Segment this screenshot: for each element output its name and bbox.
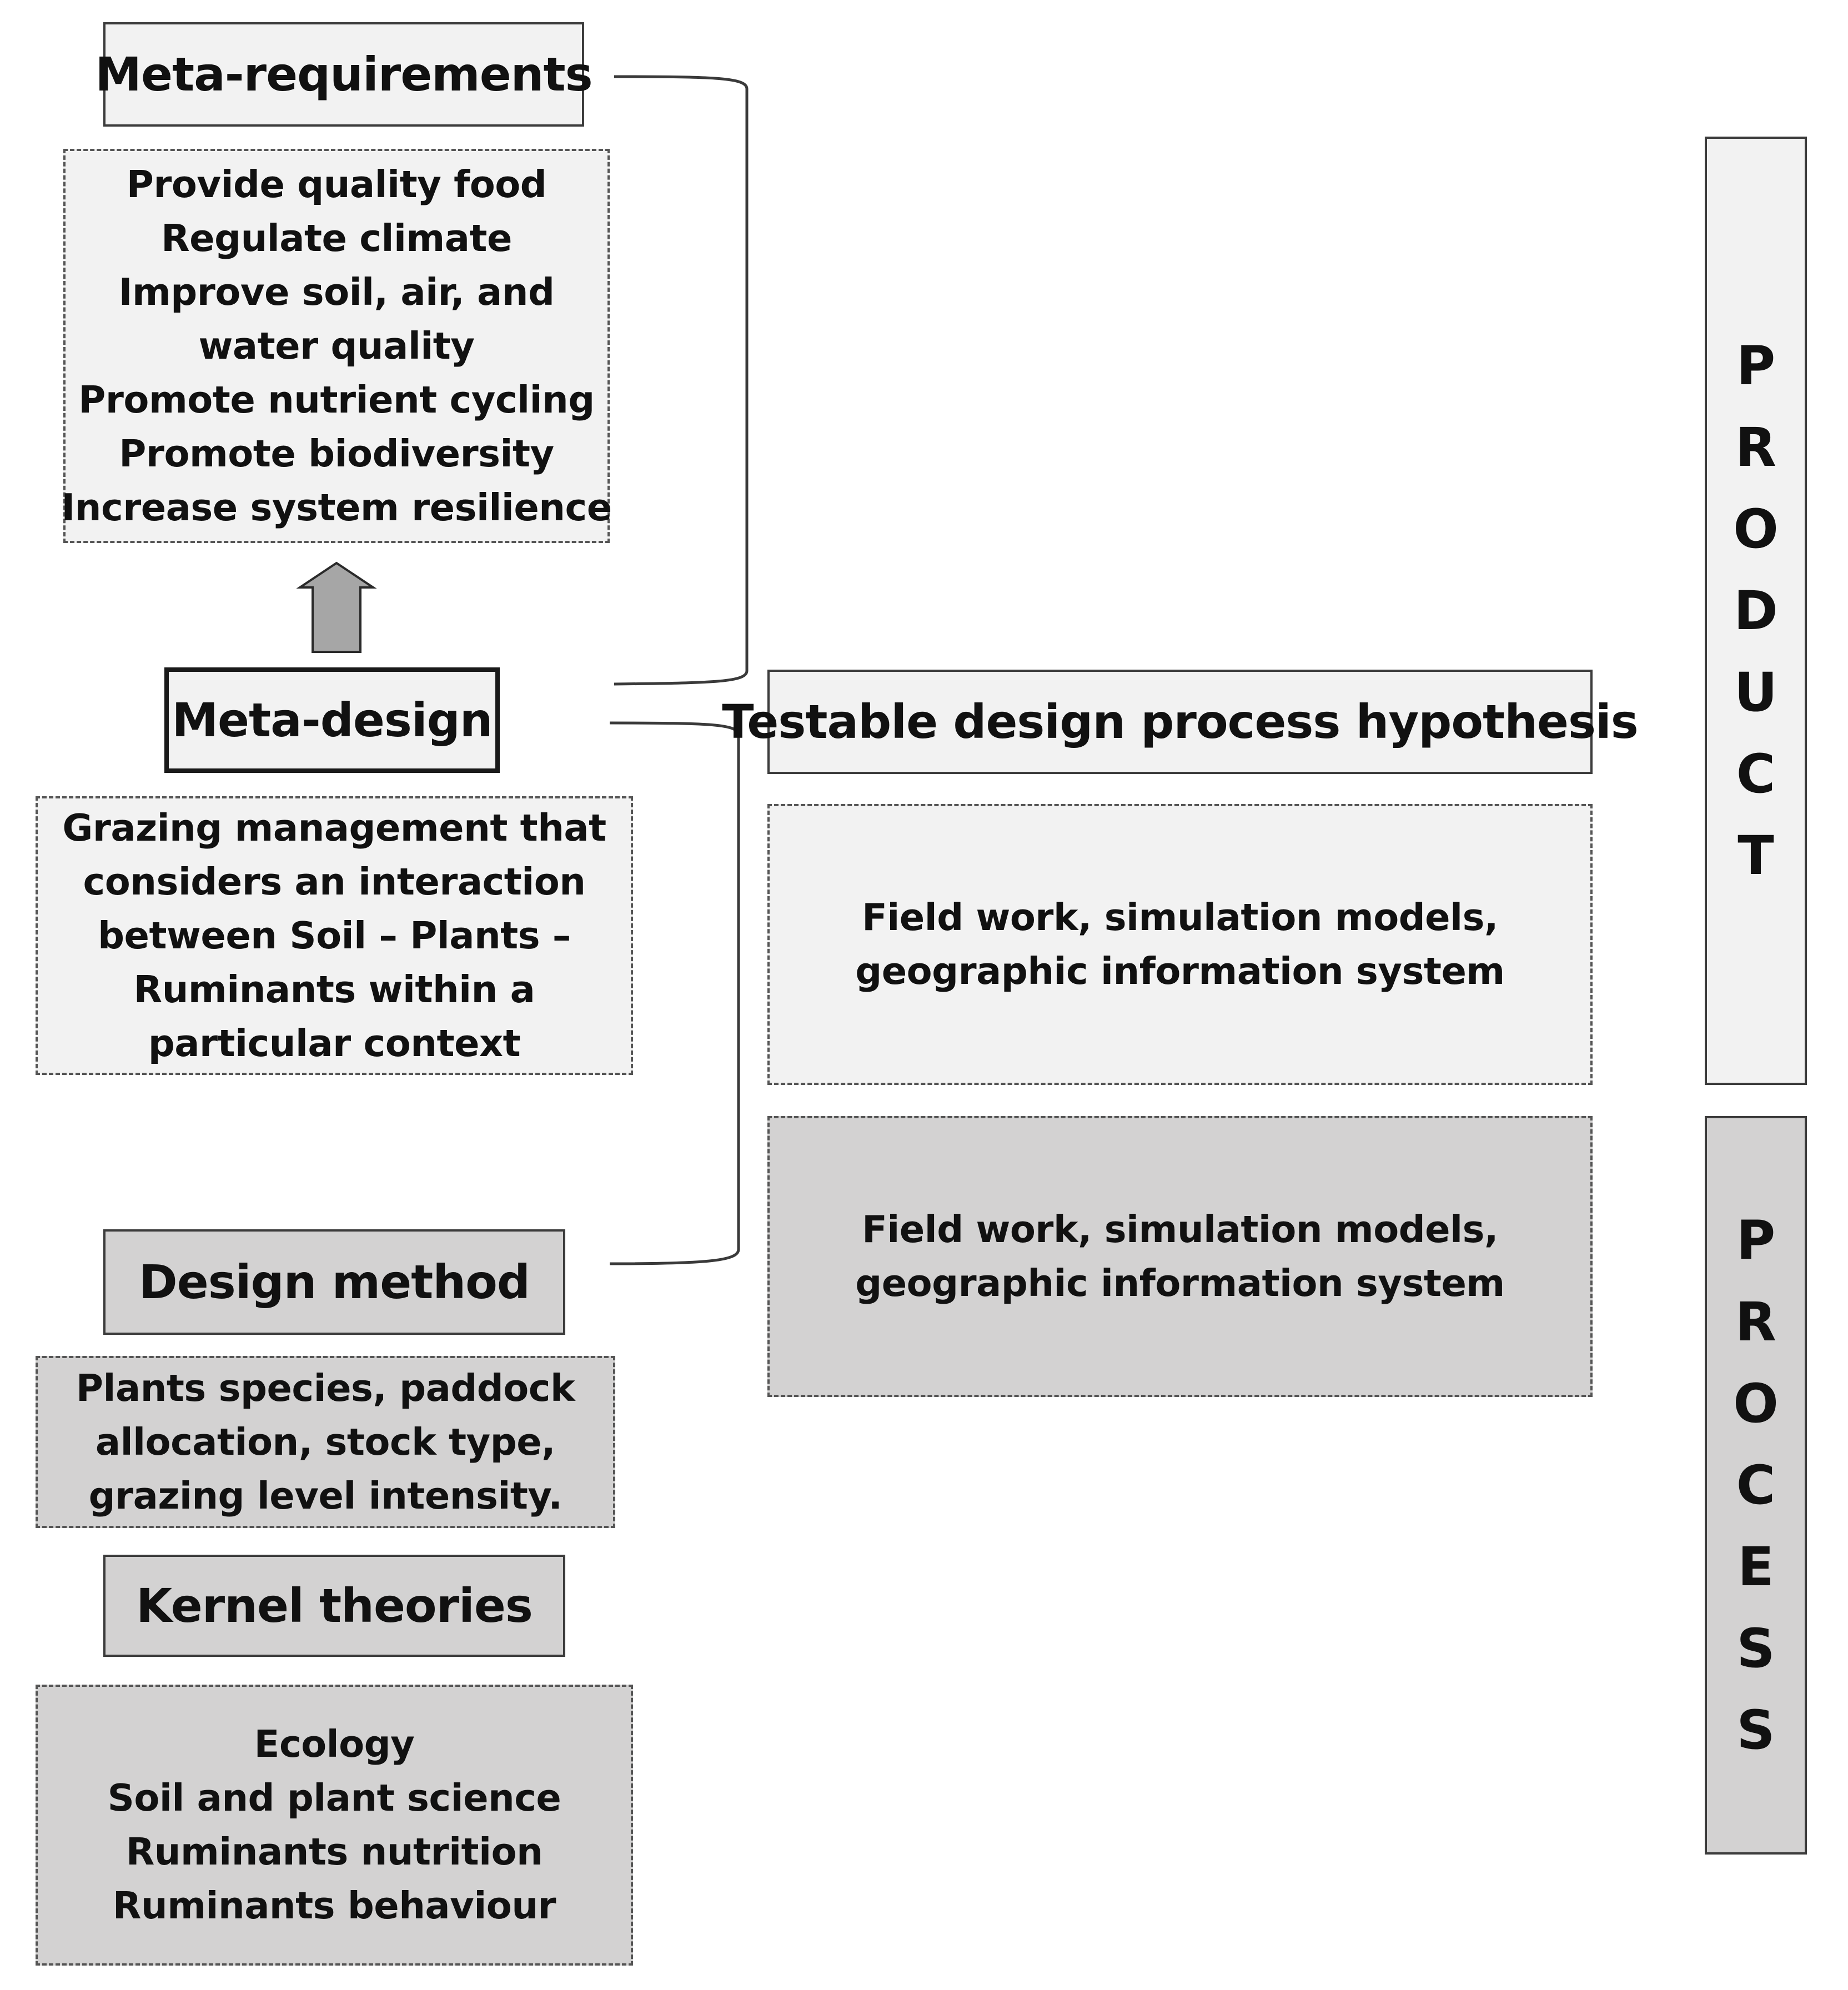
- product-letter: R: [1735, 416, 1776, 479]
- design-method-title-text: Design method: [139, 1255, 530, 1309]
- product-letter: O: [1733, 498, 1779, 560]
- kernel-theories-title: Kernel theories: [103, 1555, 565, 1657]
- meta-design-line: Ruminants within a: [133, 967, 535, 1011]
- hypothesis-product-line: Field work, simulation models,: [862, 896, 1498, 939]
- product-letter: U: [1734, 661, 1777, 723]
- product-letter: P: [1736, 334, 1776, 397]
- meta-requirement-item: Promote nutrient cycling: [78, 378, 595, 421]
- design-method-description: Plants species, paddock allocation, stoc…: [36, 1356, 615, 1528]
- meta-requirement-item: Improve soil, air, and: [118, 270, 555, 314]
- product-letter: T: [1737, 824, 1774, 887]
- meta-requirement-item: Provide quality food: [126, 162, 547, 206]
- process-letter: O: [1733, 1372, 1779, 1435]
- kernel-theories-title-text: Kernel theories: [136, 1579, 533, 1633]
- kernel-theories-list: Ecology Soil and plant science Ruminants…: [36, 1685, 633, 1966]
- meta-requirement-item: Regulate climate: [161, 216, 512, 260]
- design-method-line: Plants species, paddock: [76, 1366, 575, 1410]
- testable-hypothesis-title: Testable design process hypothesis: [722, 670, 1639, 774]
- process-letter: E: [1737, 1535, 1774, 1598]
- testable-hypothesis-title-text: Testable design process hypothesis: [722, 695, 1639, 749]
- kernel-theory-item: Ruminants behaviour: [112, 1884, 556, 1927]
- hypothesis-product-box: Field work, simulation models, geographi…: [767, 804, 1593, 1085]
- meta-requirement-item: Promote biodiversity: [119, 431, 554, 475]
- meta-design-description: Grazing management that considers an int…: [36, 796, 633, 1075]
- product-letter: C: [1736, 742, 1776, 805]
- meta-requirements-title-text: Meta-requirements: [95, 47, 592, 102]
- kernel-theory-item: Ecology: [254, 1722, 415, 1766]
- meta-design-title-text: Meta-design: [172, 693, 493, 747]
- meta-design-line: Grazing management that: [62, 806, 606, 850]
- meta-design-title: Meta-design: [164, 667, 500, 773]
- hypothesis-process-box: Field work, simulation models, geographi…: [767, 1116, 1593, 1397]
- meta-requirements-title: Meta-requirements: [95, 22, 593, 127]
- design-method-line: grazing level intensity.: [88, 1474, 563, 1517]
- process-letter: S: [1736, 1698, 1775, 1761]
- product-label: P R O D U C T: [1705, 137, 1807, 1085]
- meta-requirement-item: Increase system resilience: [61, 485, 612, 529]
- hypothesis-process-line: Field work, simulation models,: [862, 1208, 1498, 1251]
- meta-design-line: between Soil – Plants –: [98, 913, 571, 957]
- process-bracket: [609, 721, 740, 1265]
- design-method-line: allocation, stock type,: [95, 1420, 556, 1464]
- product-bracket: [614, 75, 749, 686]
- product-letter: D: [1734, 579, 1778, 642]
- process-letter: P: [1736, 1209, 1776, 1272]
- process-letter: R: [1735, 1290, 1776, 1353]
- process-label: P R O C E S S: [1705, 1116, 1807, 1855]
- process-letter: C: [1736, 1454, 1776, 1516]
- meta-requirement-item: water quality: [198, 324, 475, 368]
- meta-design-line: particular context: [148, 1021, 521, 1065]
- design-method-title: Design method: [103, 1229, 565, 1335]
- hypothesis-product-line: geographic information system: [855, 949, 1505, 993]
- meta-design-line: considers an interaction: [83, 860, 586, 903]
- meta-requirements-list: Provide quality food Regulate climate Im…: [61, 149, 612, 543]
- process-letter: S: [1736, 1617, 1775, 1680]
- hypothesis-process-line: geographic information system: [855, 1262, 1505, 1305]
- kernel-theory-item: Soil and plant science: [107, 1776, 561, 1820]
- up-arrow-icon: [296, 561, 377, 653]
- kernel-theory-item: Ruminants nutrition: [125, 1830, 543, 1873]
